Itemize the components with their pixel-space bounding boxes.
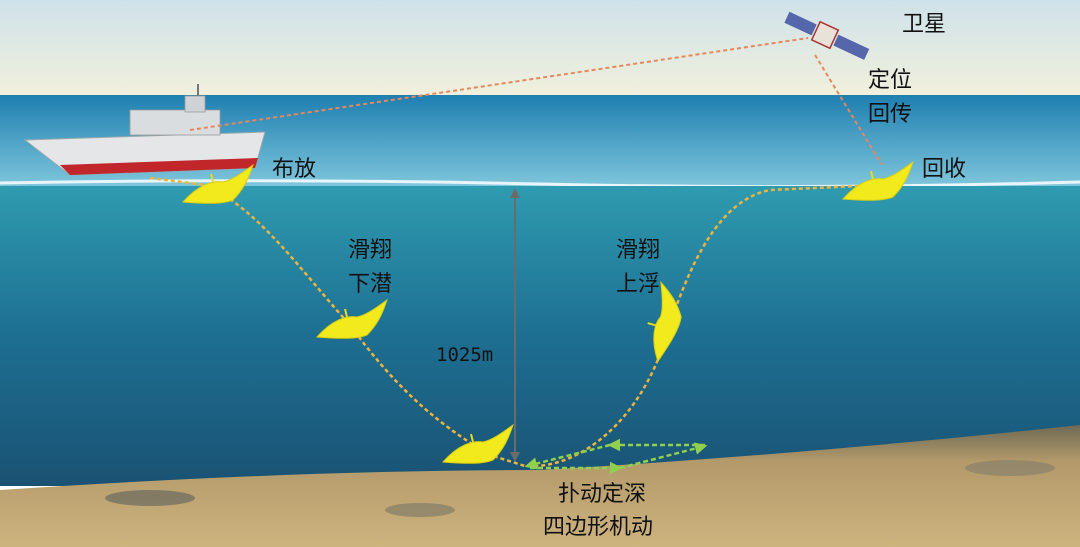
- glide-path: [149, 176, 861, 468]
- label-glide-up-1: 滑翔: [616, 238, 661, 263]
- rock: [385, 503, 455, 517]
- label-deploy: 布放: [272, 157, 317, 182]
- ship-icon: [23, 84, 266, 176]
- rock: [105, 490, 195, 506]
- comm-link-ship: [189, 37, 809, 131]
- label-glide-up-2: 上浮: [616, 272, 661, 297]
- rock: [965, 460, 1055, 476]
- sky: [0, 0, 1080, 96]
- label-recover: 回收: [922, 157, 967, 182]
- label-position-1: 定位: [868, 68, 913, 93]
- satellite-icon: [784, 11, 870, 60]
- label-glide-down-2: 下潜: [348, 272, 393, 297]
- label-flap-2: 四边形机动: [543, 515, 654, 540]
- label-satellite: 卫星: [902, 12, 947, 37]
- label-flap-1: 扑动定深: [558, 482, 647, 507]
- underwater: [0, 186, 1080, 486]
- maneuver-arrows: [524, 438, 708, 475]
- label-position-2: 回传: [868, 102, 913, 127]
- label-glide-down-1: 滑翔: [348, 238, 393, 263]
- label-depth: 1025m: [436, 344, 494, 366]
- comm-link-recovery: [814, 54, 883, 166]
- seabed: [0, 425, 1080, 547]
